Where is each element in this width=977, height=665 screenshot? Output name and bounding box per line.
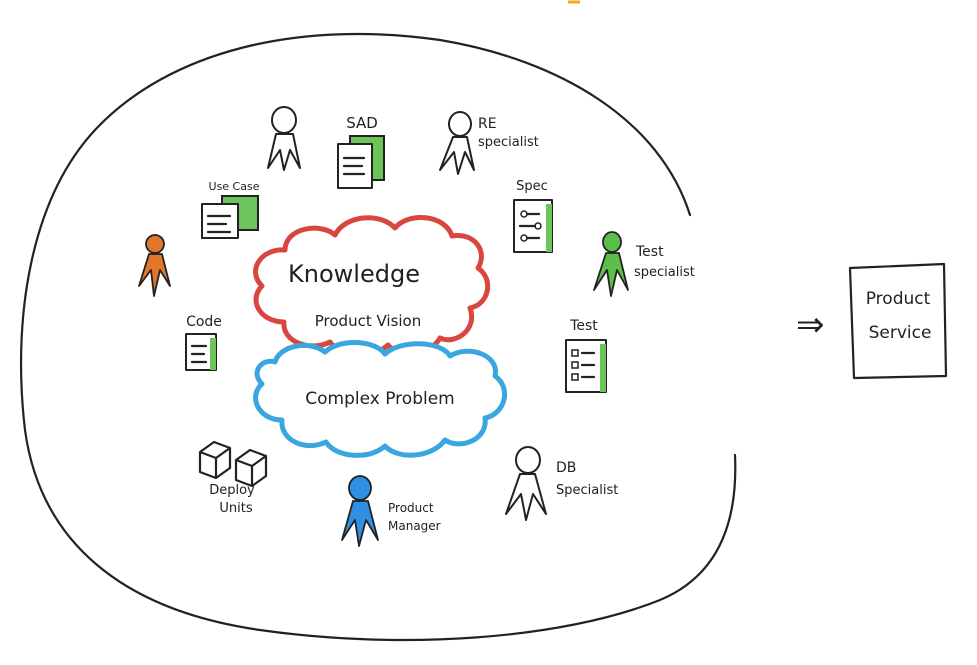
use-case-label: Use Case — [209, 180, 260, 193]
test-doc-label: Test — [569, 318, 598, 334]
product-box-line1: Product — [866, 289, 931, 309]
code-document: Code — [185, 314, 222, 371]
db-specialist-label-line2: Specialist — [556, 483, 618, 498]
test-document: Test — [565, 318, 607, 393]
problem-title: Complex Problem — [305, 389, 454, 409]
test-specialist-label-line2: specialist — [634, 265, 695, 280]
db-specialist-person-icon — [505, 446, 547, 521]
product-manager-person-icon — [341, 475, 379, 547]
knowledge-subtitle: Product Vision — [315, 312, 422, 330]
code-label: Code — [186, 314, 222, 330]
product-box-line2: Service — [869, 323, 932, 343]
spec-document: Spec — [513, 179, 553, 253]
re-specialist-person-icon — [439, 111, 475, 175]
test-specialist-label-line1: Test — [635, 244, 664, 260]
use-case-document: Use Case — [201, 180, 260, 239]
team-boundary — [19, 32, 737, 642]
deploy-label-line1: Deploy — [209, 483, 255, 498]
product-manager-label-line2: Manager — [388, 519, 441, 533]
re-specialist-label-line2: specialist — [478, 135, 539, 150]
output-arrow-icon: ⇒ — [796, 305, 825, 345]
deploy-units: Deploy Units — [198, 440, 268, 516]
problem-cloud: Complex Problem — [253, 339, 507, 458]
test-specialist-person-icon — [593, 231, 629, 297]
knowledge-cloud: Knowledge Product Vision — [253, 215, 491, 358]
product-service-box: Product Service — [848, 262, 948, 380]
knowledge-title: Knowledge — [288, 260, 420, 288]
deploy-label-line2: Units — [219, 501, 252, 516]
spec-label: Spec — [516, 179, 548, 194]
db-specialist-label-line1: DB — [556, 460, 576, 476]
sad-document: SAD — [337, 114, 385, 189]
product-manager-label-line1: Product — [388, 501, 434, 515]
re-specialist-label-line1: RE — [478, 116, 497, 132]
person-icon-top — [267, 106, 301, 171]
orange-person-icon — [138, 234, 171, 297]
sad-label: SAD — [346, 114, 378, 132]
